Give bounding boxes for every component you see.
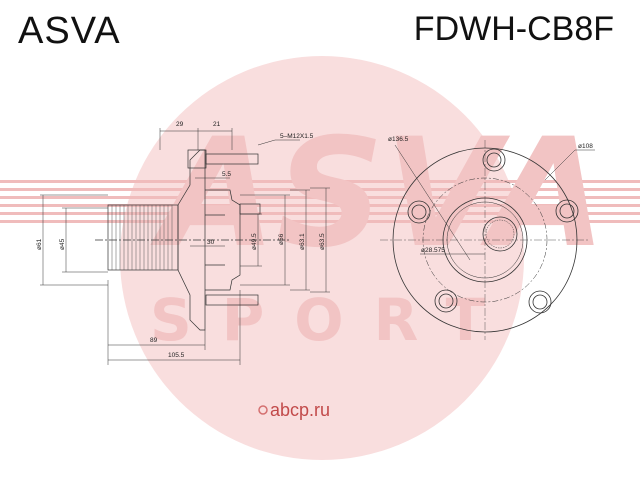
bolt-holes bbox=[407, 148, 579, 314]
dim-21: 21 bbox=[213, 121, 221, 128]
dim-28-575: ø28.575 bbox=[421, 247, 445, 254]
dim-61: ø61 bbox=[36, 238, 43, 250]
watermark-logo: ASVA bbox=[150, 107, 606, 281]
front-view: ø136.5 ø108 ø28.575 bbox=[380, 136, 595, 340]
hub-body bbox=[205, 189, 241, 291]
watermark: ASVA SPORT abcp.ru bbox=[0, 56, 640, 460]
abcp-site-text: abcp.ru bbox=[270, 400, 330, 420]
abcp-logo: abcp.ru bbox=[258, 400, 330, 420]
dim-105-5: 105.5 bbox=[168, 352, 185, 359]
dim-30: 30 bbox=[207, 239, 215, 246]
watermark-stripes bbox=[0, 180, 640, 223]
dim-63-5: ø63.5 bbox=[319, 233, 326, 250]
stud-bottom bbox=[205, 294, 259, 306]
spline-hatch bbox=[111, 205, 173, 270]
dim-56: ø56 bbox=[278, 233, 285, 245]
dim-45: ø45 bbox=[59, 238, 66, 250]
dim-thread: 5–M12X1.5 bbox=[280, 133, 314, 140]
abcp-dot-icon bbox=[258, 405, 268, 415]
stud-top bbox=[205, 153, 259, 165]
part-number: FDWH-CB8F bbox=[413, 10, 614, 48]
dim-49-5: ø49.5 bbox=[251, 233, 258, 250]
brand-title: ASVA bbox=[18, 10, 121, 52]
spline-outer bbox=[482, 216, 518, 252]
side-dimension-lines bbox=[40, 128, 330, 365]
dim-5-5: 5.5 bbox=[222, 171, 231, 178]
watermark-circle bbox=[120, 56, 524, 460]
front-leaders bbox=[394, 144, 595, 261]
side-view: 29 21 5–M12X1.5 5.5 ø61 ø45 30 ø49.5 ø56… bbox=[36, 121, 330, 365]
dim-89: 89 bbox=[150, 337, 158, 344]
spline-teeth bbox=[485, 219, 515, 249]
dim-63-1: ø63.1 bbox=[299, 233, 306, 250]
dim-29: 29 bbox=[176, 121, 184, 128]
dim-108: ø108 bbox=[578, 143, 593, 150]
dim-136-5: ø136.5 bbox=[388, 136, 409, 143]
